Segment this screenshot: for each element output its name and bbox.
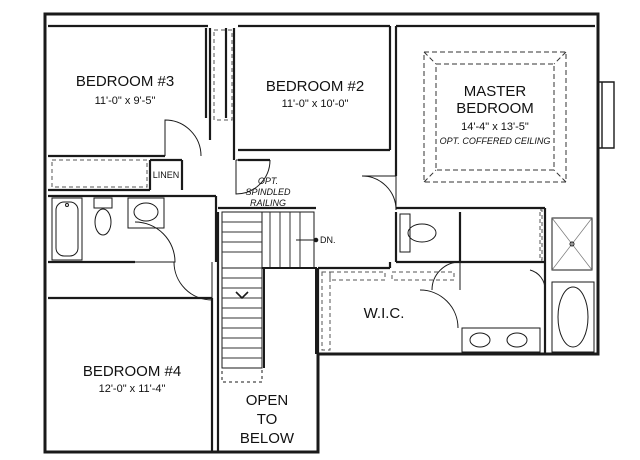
bedroom3-dims: 11'-0" x 9'-5": [95, 95, 156, 107]
master-note: OPT. COFFERED CEILING: [440, 136, 551, 146]
railing-line2: SPINDLED: [245, 187, 291, 197]
left-bath-fixtures: [51, 197, 165, 261]
interior-walls: [48, 24, 595, 452]
bedroom4-dims: 12'-0" x 11'-4": [99, 383, 166, 395]
door-swings: [134, 119, 546, 329]
master-title-line2: BEDROOM: [456, 100, 534, 117]
master-title-line1: MASTER: [464, 83, 527, 100]
open-below-line2: TO: [257, 411, 278, 428]
master-dims: 14'-4" x 13'-5": [461, 121, 529, 133]
coffered-ceiling: [423, 51, 567, 183]
railing-line1: OPT.: [258, 176, 278, 186]
bedroom2-title: BEDROOM #2: [266, 78, 364, 95]
open-below-line1: OPEN: [246, 392, 289, 409]
linen-label: LINEN: [153, 170, 180, 180]
stair-dn-label: DN.: [320, 235, 336, 245]
open-below-line3: BELOW: [240, 430, 295, 447]
railing-line3: RAILING: [250, 198, 286, 208]
master-bath-fixtures: [399, 213, 595, 353]
bedroom4-title: BEDROOM #4: [83, 363, 181, 380]
wic-label: W.I.C.: [364, 305, 405, 322]
window-bump: [598, 81, 615, 149]
closet-shelves: [51, 29, 543, 351]
stairs: [221, 211, 319, 383]
bedroom3-title: BEDROOM #3: [76, 73, 174, 90]
bedroom2-dims: 11'-0" x 10'-0": [282, 98, 349, 110]
